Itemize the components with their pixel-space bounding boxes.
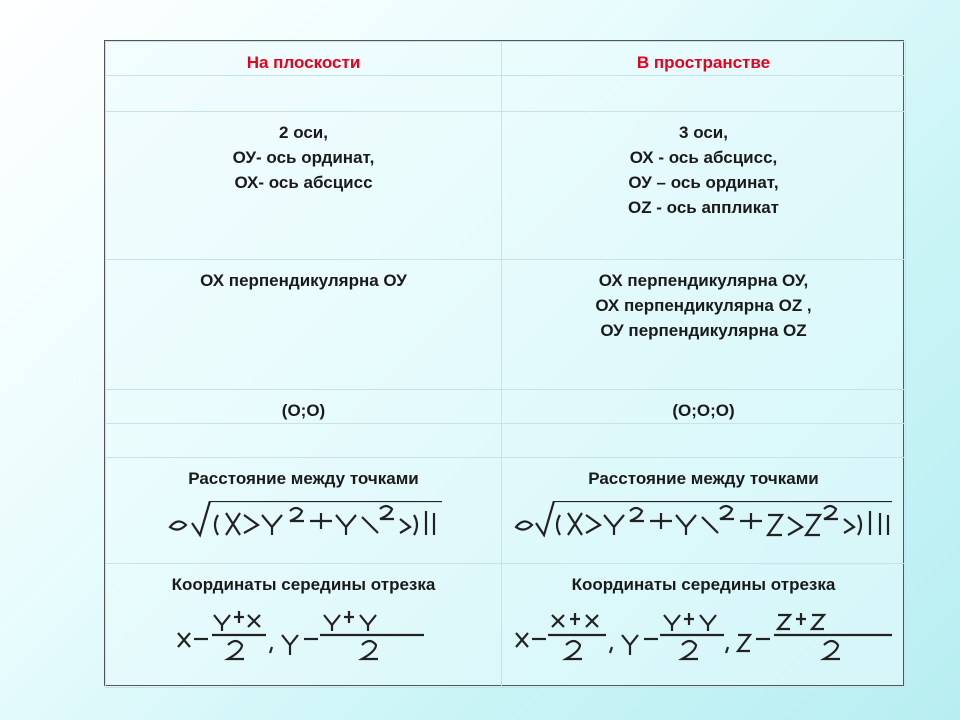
comparison-table: На плоскости В пространстве 2 оси, ОУ- о…: [105, 41, 906, 688]
text-line: Расстояние между точками: [188, 469, 419, 488]
midpoint-space-cell: Координаты середины отрезка: [501, 563, 906, 688]
midpoint-3d-formula: [502, 607, 905, 663]
table-row: Координаты середины отрезка: [105, 563, 906, 688]
table-row: 2 оси, ОУ- ось ординат, ОХ- ось абсцисс …: [105, 111, 906, 260]
text-line: ОУ – ось ординат,: [628, 173, 779, 192]
text-line: ОХ перпендикулярна ОУ: [200, 271, 407, 290]
text-line: Расстояние между точками: [588, 469, 819, 488]
midpoint-plane-cell: Координаты середины отрезка: [105, 563, 502, 688]
origin-plane-cell: (О;О): [105, 389, 502, 424]
header-row: На плоскости В пространстве: [105, 41, 906, 76]
distance-3d-formula: [502, 501, 905, 541]
text-line: ОУ- ось ординат,: [232, 148, 375, 167]
table-row: (О;О) (О;О;О): [105, 389, 906, 424]
perpendicular-plane-cell: ОХ перпендикулярна ОУ: [105, 259, 502, 390]
comparison-table-container: На плоскости В пространстве 2 оси, ОУ- о…: [104, 40, 906, 688]
table-row: ОХ перпендикулярна ОУ ОХ перпендикулярна…: [105, 259, 906, 390]
text-line: (О;О;О): [672, 401, 735, 420]
table-row: Расстояние между точками: [105, 457, 906, 564]
perpendicular-space-cell: ОХ перпендикулярна ОУ, ОХ перпендикулярн…: [501, 259, 906, 390]
spacer-cell: [105, 75, 502, 112]
header-space: В пространстве: [501, 41, 906, 76]
distance-plane-cell: Расстояние между точками: [105, 457, 502, 564]
text-line: ОХ - ось абсцисс,: [629, 148, 778, 167]
distance-2d-formula: [106, 501, 501, 541]
text-line: ОХ перпендикулярна ОУ,: [598, 271, 809, 290]
axes-plane-cell: 2 оси, ОУ- ось ординат, ОХ- ось абсцисс: [105, 111, 502, 260]
text-line: (О;О): [281, 401, 326, 420]
text-line: Координаты середины отрезка: [171, 575, 436, 594]
spacer-row: [105, 75, 906, 112]
midpoint-2d-formula: [106, 607, 501, 663]
spacer-row: [105, 423, 906, 458]
distance-space-cell: Расстояние между точками: [501, 457, 906, 564]
spacer-cell: [105, 423, 502, 458]
origin-space-cell: (О;О;О): [501, 389, 906, 424]
header-plane: На плоскости: [105, 41, 502, 76]
text-line: ОУ перпендикулярна OZ: [600, 321, 807, 340]
text-line: ОХ перпендикулярна OZ ,: [595, 296, 812, 315]
text-line: Координаты середины отрезка: [571, 575, 836, 594]
axes-space-cell: 3 оси, ОХ - ось абсцисс, ОУ – ось ордина…: [501, 111, 906, 260]
spacer-cell: [501, 423, 906, 458]
spacer-cell: [501, 75, 906, 112]
text-line: OZ - ось аппликат: [627, 198, 780, 217]
text-line: ОХ- ось абсцисс: [234, 173, 373, 192]
text-line: 3 оси,: [679, 123, 728, 142]
text-line: 2 оси,: [279, 123, 328, 142]
